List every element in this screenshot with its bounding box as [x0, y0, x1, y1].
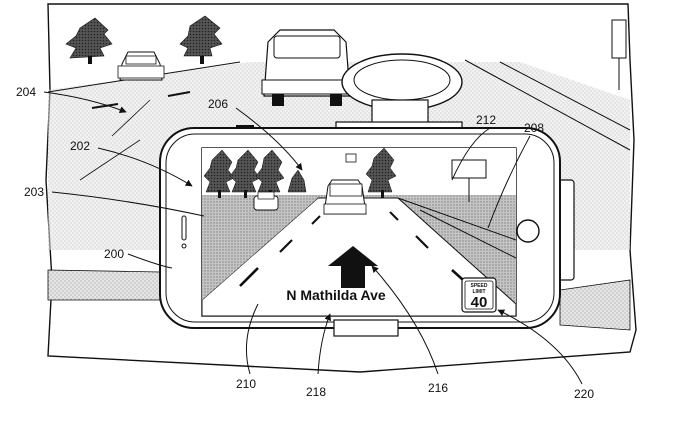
ref-208: 208: [524, 121, 544, 135]
screen-tree-icon: [203, 149, 235, 198]
speed-sign-line1: SPEED: [471, 283, 488, 289]
reference-numerals: 204 206 202 203 200 212 208 210 218 216 …: [16, 85, 594, 401]
ref-203: 203: [24, 185, 44, 199]
speed-sign-line2: LIMIT: [472, 289, 485, 295]
ref-218: 218: [306, 385, 326, 399]
street-name-label: N Mathilda Ave: [286, 287, 386, 303]
screen-tree-icon: [287, 169, 307, 193]
ref-216: 216: [428, 381, 448, 395]
screen-lead-car-icon: [323, 179, 367, 215]
ref-206: 206: [208, 97, 228, 111]
navigation-display: N Mathilda Ave SPEED LIMIT 40: [201, 147, 517, 317]
reference-leaders: [43, 91, 583, 385]
suction-mount: [335, 53, 463, 135]
home-button-icon: [516, 219, 540, 243]
ref-202: 202: [70, 139, 90, 153]
background-tree-icon: [179, 15, 223, 64]
screen-tree-icon: [229, 149, 261, 198]
ref-212: 212: [476, 113, 496, 127]
background-car-icon: [117, 51, 165, 81]
speed-sign-value: 40: [471, 294, 488, 311]
ref-220: 220: [574, 387, 594, 401]
speed-limit-sign: SPEED LIMIT 40: [461, 277, 497, 313]
background-tree-icon: [65, 17, 113, 64]
lead-vehicle-icon: [261, 29, 353, 106]
ref-210: 210: [236, 377, 256, 391]
roadside-sign: [451, 159, 487, 202]
ref-204: 204: [16, 85, 36, 99]
screen-tree-icon: [365, 148, 397, 198]
screen-car-icon: [253, 191, 279, 211]
direction-arrow-icon: [328, 246, 378, 288]
ref-200: 200: [104, 247, 124, 261]
